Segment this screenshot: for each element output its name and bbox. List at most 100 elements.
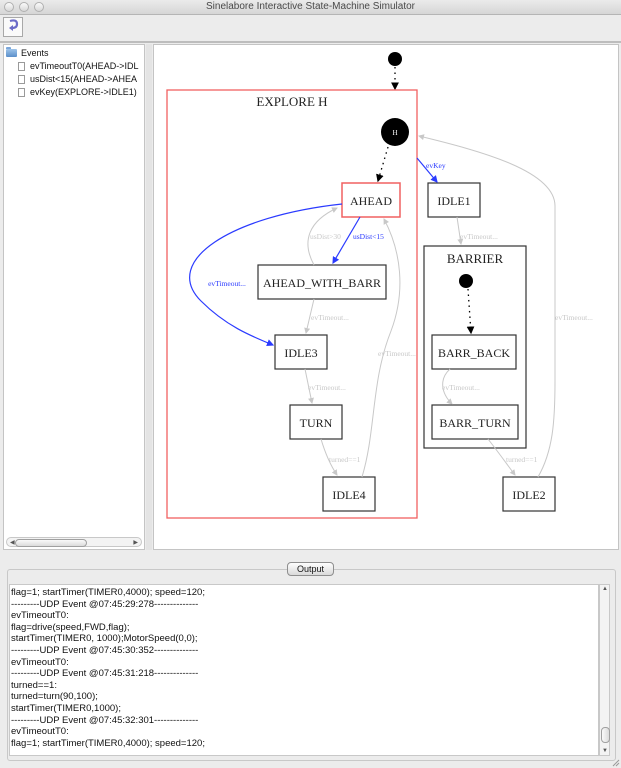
reload-button[interactable] bbox=[3, 17, 23, 37]
minimize-window-button[interactable] bbox=[19, 2, 29, 12]
state-barr-turn[interactable] bbox=[431, 404, 519, 440]
state-idle2[interactable] bbox=[502, 476, 556, 512]
tree-item-event[interactable]: usDist<15(AHEAD->AHEA bbox=[18, 74, 137, 84]
transition-label: turned==1 bbox=[329, 455, 361, 464]
tree-item-label: usDist<15(AHEAD->AHEA bbox=[30, 74, 138, 84]
output-line: startTimer(TIMER0,1000); bbox=[11, 702, 121, 714]
scrollbar-thumb[interactable] bbox=[601, 727, 610, 743]
title-bar: Sinelabore Interactive State-Machine Sim… bbox=[0, 0, 621, 15]
transition-ahead-with-barr-idle3[interactable] bbox=[304, 298, 315, 334]
barrier-initial-pseudostate bbox=[459, 274, 473, 288]
scroll-up-icon[interactable]: ▲ bbox=[602, 586, 608, 592]
transition-ahead-idle3[interactable] bbox=[189, 203, 343, 347]
state-label: IDLE4 bbox=[332, 488, 365, 502]
output-tab-button[interactable]: Output bbox=[287, 562, 334, 576]
transition-barr-back-barr-turn[interactable] bbox=[442, 368, 453, 405]
transition-label: evTimeout... bbox=[308, 383, 346, 392]
state-label: AHEAD bbox=[350, 194, 392, 208]
resize-grip-icon[interactable] bbox=[612, 759, 620, 767]
vertical-splitter[interactable] bbox=[146, 44, 152, 550]
horizontal-scrollbar[interactable]: ◀ ▶ bbox=[6, 537, 142, 547]
state-label: IDLE1 bbox=[437, 194, 470, 208]
output-vertical-scrollbar[interactable]: ▲ ▼ bbox=[599, 584, 610, 756]
window-title: Sinelabore Interactive State-Machine Sim… bbox=[206, 1, 415, 12]
composite-state-explore[interactable] bbox=[166, 89, 418, 519]
state-label: BARR_TURN bbox=[439, 416, 511, 430]
initial-pseudostate bbox=[388, 52, 402, 66]
state-ahead[interactable] bbox=[341, 182, 401, 218]
transition-label: evTimeout... bbox=[311, 313, 349, 322]
tree-item-event[interactable]: evTimeoutT0(AHEAD->IDL bbox=[18, 61, 138, 71]
barrier-initial-transition bbox=[466, 288, 475, 335]
state-idle1[interactable] bbox=[427, 182, 481, 218]
output-line: turned=turn(90,100); bbox=[11, 691, 98, 703]
transition-idle2-explore[interactable] bbox=[418, 134, 556, 478]
history-transition bbox=[376, 146, 389, 183]
composite-state-barrier[interactable] bbox=[423, 245, 527, 449]
output-line: ---------UDP Event @07:45:29:278--------… bbox=[11, 598, 199, 610]
transition-idle1-barrier[interactable] bbox=[456, 216, 464, 245]
transition-ahead-ahead-with-barr[interactable] bbox=[332, 216, 361, 265]
scroll-left-icon[interactable]: ◀ bbox=[10, 540, 15, 546]
state-turn[interactable] bbox=[289, 404, 343, 440]
output-line: evTimeoutT0: bbox=[11, 656, 69, 668]
scrollbar-thumb[interactable] bbox=[15, 539, 87, 547]
tree-root-events[interactable]: Events bbox=[6, 47, 49, 58]
output-line: flag=1; startTimer(TIMER0,4000); speed=1… bbox=[11, 587, 205, 598]
output-line: flag=1; startTimer(TIMER0,4000); speed=1… bbox=[11, 737, 205, 749]
close-window-button[interactable] bbox=[4, 2, 14, 12]
document-icon bbox=[18, 61, 25, 71]
state-diagram: EXPLORE H H AHEAD AHEAD_WITH_BARR IDLE3 … bbox=[166, 52, 593, 519]
transition-idle4-ahead[interactable] bbox=[361, 218, 401, 478]
state-barr-back[interactable] bbox=[431, 334, 517, 370]
transition-barr-turn-idle2[interactable] bbox=[487, 438, 516, 476]
history-pseudostate bbox=[381, 118, 409, 146]
state-label: IDLE2 bbox=[512, 488, 545, 502]
output-line: evTimeoutT0: bbox=[11, 726, 69, 738]
state-label: IDLE3 bbox=[284, 346, 317, 360]
tree-root-label: Events bbox=[21, 48, 49, 58]
output-log[interactable]: flag=1; startTimer(TIMER0,4000); speed=1… bbox=[9, 584, 599, 756]
output-line: ---------UDP Event @07:45:30:352--------… bbox=[11, 644, 199, 656]
reload-icon bbox=[7, 18, 19, 37]
composite-state-label: BARRIER bbox=[447, 251, 504, 266]
document-icon bbox=[18, 87, 25, 97]
state-diagram-panel: EXPLORE H H AHEAD AHEAD_WITH_BARR IDLE3 … bbox=[153, 44, 619, 550]
folder-icon bbox=[6, 47, 17, 57]
transition-label: evTimeout... bbox=[208, 279, 246, 288]
output-line: turned==1: bbox=[11, 679, 57, 691]
transition-explore-idle1[interactable] bbox=[416, 157, 438, 183]
transition-label: turned==1 bbox=[506, 455, 538, 464]
scroll-right-icon[interactable]: ▶ bbox=[133, 540, 138, 546]
output-line: ---------UDP Event @07:45:32:301--------… bbox=[11, 714, 199, 726]
tree-item-event[interactable]: evKey(EXPLORE->IDLE1) bbox=[18, 87, 137, 97]
state-idle4[interactable] bbox=[322, 476, 376, 512]
tree-item-label: evTimeoutT0(AHEAD->IDL bbox=[30, 61, 139, 71]
scroll-down-icon[interactable]: ▼ bbox=[602, 748, 608, 754]
output-line: flag=drive(speed,FWD,flag); bbox=[11, 621, 130, 633]
transition-idle3-turn[interactable] bbox=[304, 368, 314, 404]
transition-label: evTimeout... bbox=[378, 349, 416, 358]
transition-label: evTimeout... bbox=[555, 313, 593, 322]
transition-label: usDist>30 bbox=[310, 232, 341, 241]
history-label: H bbox=[392, 129, 397, 137]
state-label: BARR_BACK bbox=[438, 346, 510, 360]
transition-label: usDist<15 bbox=[353, 232, 384, 241]
transition-turn-idle4[interactable] bbox=[320, 438, 338, 476]
zoom-window-button[interactable] bbox=[34, 2, 44, 12]
transition-label: evKey bbox=[426, 161, 446, 170]
state-label: TURN bbox=[300, 416, 333, 430]
document-icon bbox=[18, 74, 25, 84]
state-idle3[interactable] bbox=[274, 334, 328, 370]
tree-item-label: evKey(EXPLORE->IDLE1) bbox=[30, 87, 137, 97]
state-label: AHEAD_WITH_BARR bbox=[263, 276, 381, 290]
transition-label: evTimeout... bbox=[460, 232, 498, 241]
output-line: evTimeoutT0: bbox=[11, 610, 69, 622]
output-line: startTimer(TIMER0, 1000);MotorSpeed(0,0)… bbox=[11, 633, 198, 645]
horizontal-splitter[interactable] bbox=[0, 551, 621, 561]
event-tree-panel: Events evTimeoutT0(AHEAD->IDL usDist<15(… bbox=[3, 44, 145, 550]
toolbar bbox=[0, 15, 621, 43]
state-ahead-with-barr[interactable] bbox=[257, 264, 387, 300]
transition-ahead-with-barr-ahead[interactable] bbox=[307, 207, 338, 266]
composite-state-label: EXPLORE H bbox=[256, 94, 327, 109]
